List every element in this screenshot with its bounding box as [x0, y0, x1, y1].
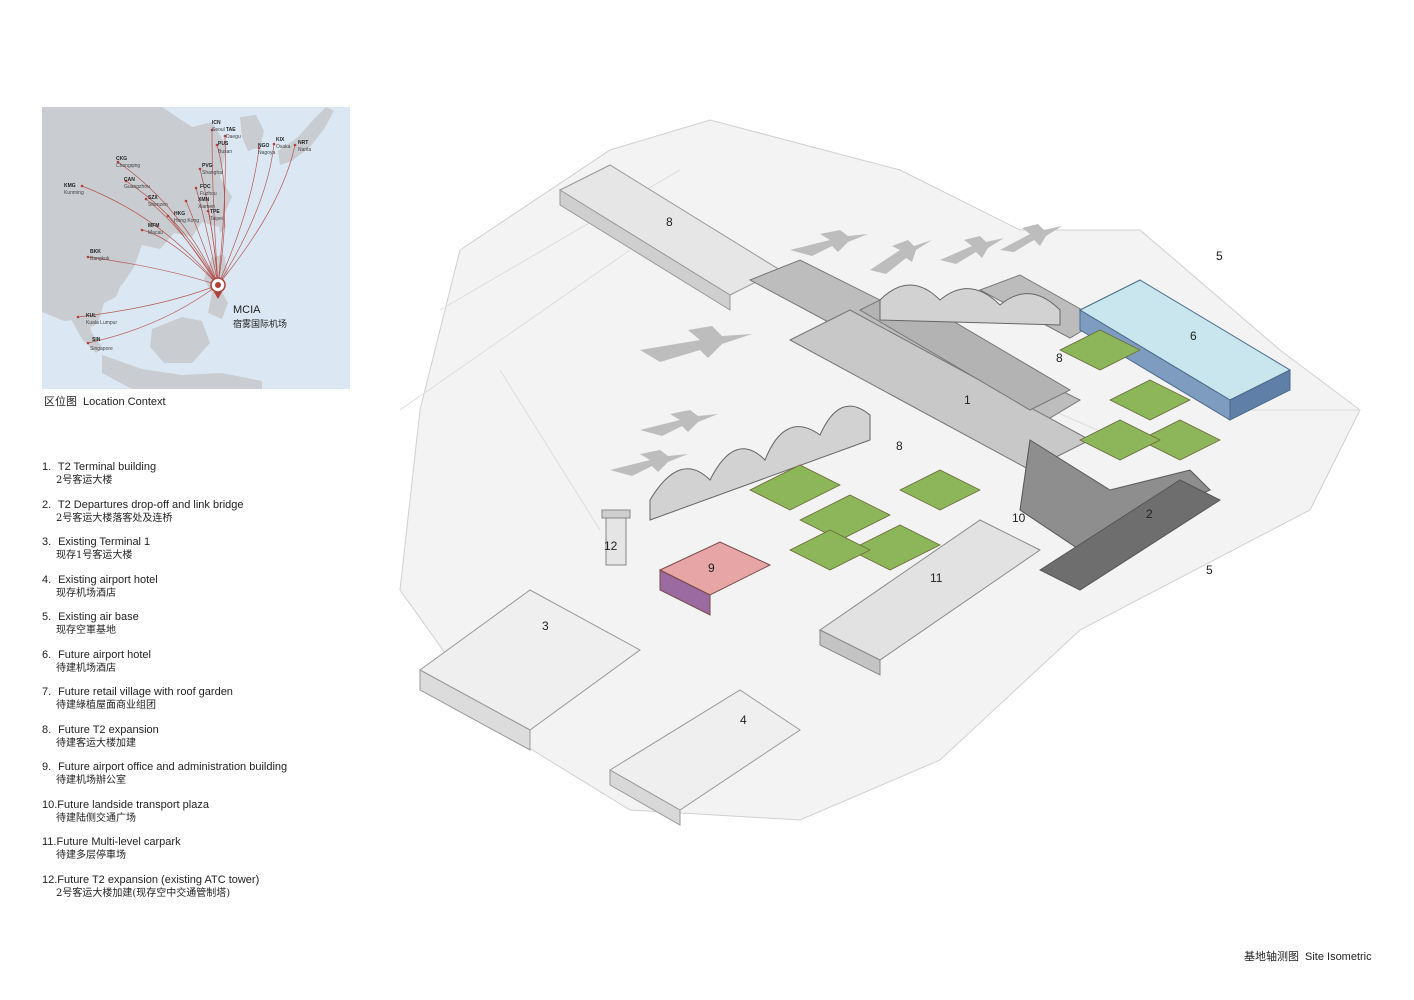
land-japan — [278, 107, 334, 165]
svg-text:Nagoya: Nagoya — [258, 150, 275, 156]
legend-item: 12.Future T2 expansion (existing ATC tow… — [42, 873, 260, 899]
site-caption: 基地轴测图 Site Isometric — [1244, 948, 1372, 964]
zone-label-10: 10 — [1012, 511, 1026, 525]
svg-text:Daegu: Daegu — [226, 134, 241, 140]
zone-label-6: 6 — [1190, 329, 1197, 343]
future-airport-hotel — [1078, 279, 1292, 421]
zone-label-3: 3 — [542, 619, 549, 633]
svg-text:ICN: ICN — [212, 120, 221, 126]
svg-text:SIN: SIN — [92, 337, 101, 343]
svg-text:Busan: Busan — [218, 149, 232, 155]
existing-airport-hotel — [609, 689, 801, 826]
site-caption-cn: 基地轴测图 — [1244, 950, 1299, 963]
t2-expansion-north — [558, 164, 782, 311]
svg-text:HKG: HKG — [174, 211, 185, 217]
svg-text:KIX: KIX — [276, 137, 285, 143]
land-korea — [240, 115, 264, 151]
svg-text:Guangzhou: Guangzhou — [124, 184, 150, 190]
svg-text:Macau: Macau — [148, 230, 163, 236]
hub-pin-icon — [210, 277, 226, 299]
future-office-building — [658, 541, 772, 616]
zone-label-12: 12 — [604, 539, 618, 553]
map-caption-en: Location Context — [83, 396, 166, 408]
legend-item: 9. Future airport office and administrat… — [42, 761, 288, 786]
zone-label-5b: 5 — [1206, 563, 1213, 577]
zone-label-11: 11 — [930, 571, 943, 585]
svg-text:SZX: SZX — [148, 195, 158, 201]
svg-text:NGO: NGO — [258, 143, 270, 149]
site-caption-en: Site Isometric — [1305, 951, 1372, 963]
svg-text:Taipei: Taipei — [210, 216, 223, 222]
legend-item: 7. Future retail village with roof garde… — [42, 686, 233, 711]
svg-text:Bangkok: Bangkok — [90, 256, 110, 262]
existing-terminal-1 — [419, 589, 641, 751]
svg-text:Kuala Lumpur: Kuala Lumpur — [86, 320, 117, 326]
svg-text:Fuzhou: Fuzhou — [200, 191, 217, 197]
link-bridge — [1019, 439, 1222, 591]
svg-text:CKG: CKG — [116, 156, 127, 162]
svg-text:Shenzen: Shenzen — [148, 202, 168, 208]
svg-text:Singapore: Singapore — [90, 346, 113, 352]
svg-text:BKK: BKK — [90, 249, 101, 255]
svg-text:KMG: KMG — [64, 183, 76, 189]
svg-text:XMN: XMN — [198, 197, 210, 203]
roof-garden-blocks — [749, 329, 1221, 571]
site-isometric: 8 1 2 3 4 5 5 6 8 8 9 10 11 12 — [380, 110, 1390, 850]
svg-text:TAE: TAE — [226, 127, 236, 133]
svg-text:Xiamen: Xiamen — [198, 204, 215, 210]
zone-label-1: 1 — [964, 393, 971, 407]
svg-text:Seoul: Seoul — [212, 127, 225, 133]
zone-label-4: 4 — [740, 713, 747, 727]
route-arcs — [77, 129, 296, 344]
svg-text:CAN: CAN — [124, 177, 135, 183]
land-indonesia — [102, 355, 262, 389]
svg-text:Kunming: Kunming — [64, 190, 84, 196]
svg-text:MFM: MFM — [148, 223, 159, 229]
svg-text:KUL: KUL — [86, 313, 96, 319]
land-indochina — [76, 257, 124, 329]
multi-level-carpark — [819, 519, 1041, 676]
svg-text:Chongqing: Chongqing — [116, 163, 140, 169]
svg-text:NRT: NRT — [298, 140, 308, 146]
svg-text:PVG: PVG — [202, 163, 213, 169]
svg-text:TPE: TPE — [210, 209, 220, 215]
terminal-vaults — [649, 284, 1061, 521]
svg-text:Osaka: Osaka — [276, 144, 291, 150]
svg-text:Hong Kong: Hong Kong — [174, 218, 199, 224]
zone-label-9: 9 — [708, 561, 715, 575]
atc-tower — [601, 509, 631, 566]
legend-item: 2. T2 Departures drop-off and link bridg… — [42, 498, 244, 524]
svg-text:Narita: Narita — [298, 147, 312, 153]
zone-label-8: 8 — [666, 215, 673, 229]
zone-label-8c: 8 — [896, 439, 903, 453]
taxiway-lines — [399, 169, 1360, 531]
svg-text:Shanghai: Shanghai — [202, 170, 223, 176]
svg-text:PUS: PUS — [218, 141, 229, 147]
map-caption-cn: 区位图 — [44, 395, 77, 408]
zone-label-8b: 8 — [1056, 351, 1063, 365]
map-caption: 区位图 Location Context — [44, 393, 166, 409]
hub-code: MCIA — [233, 304, 261, 316]
svg-text:FOC: FOC — [200, 184, 211, 190]
aircraft-icons — [610, 224, 1062, 476]
hub-name-cn: 宿雾国际机场 — [233, 318, 287, 330]
land-borneo — [150, 317, 210, 363]
site-isometric-svg: 8 1 2 3 4 5 5 6 8 8 9 10 11 12 — [399, 119, 1361, 826]
zone-label-5a: 5 — [1216, 249, 1223, 263]
zone-label-2: 2 — [1146, 507, 1153, 521]
